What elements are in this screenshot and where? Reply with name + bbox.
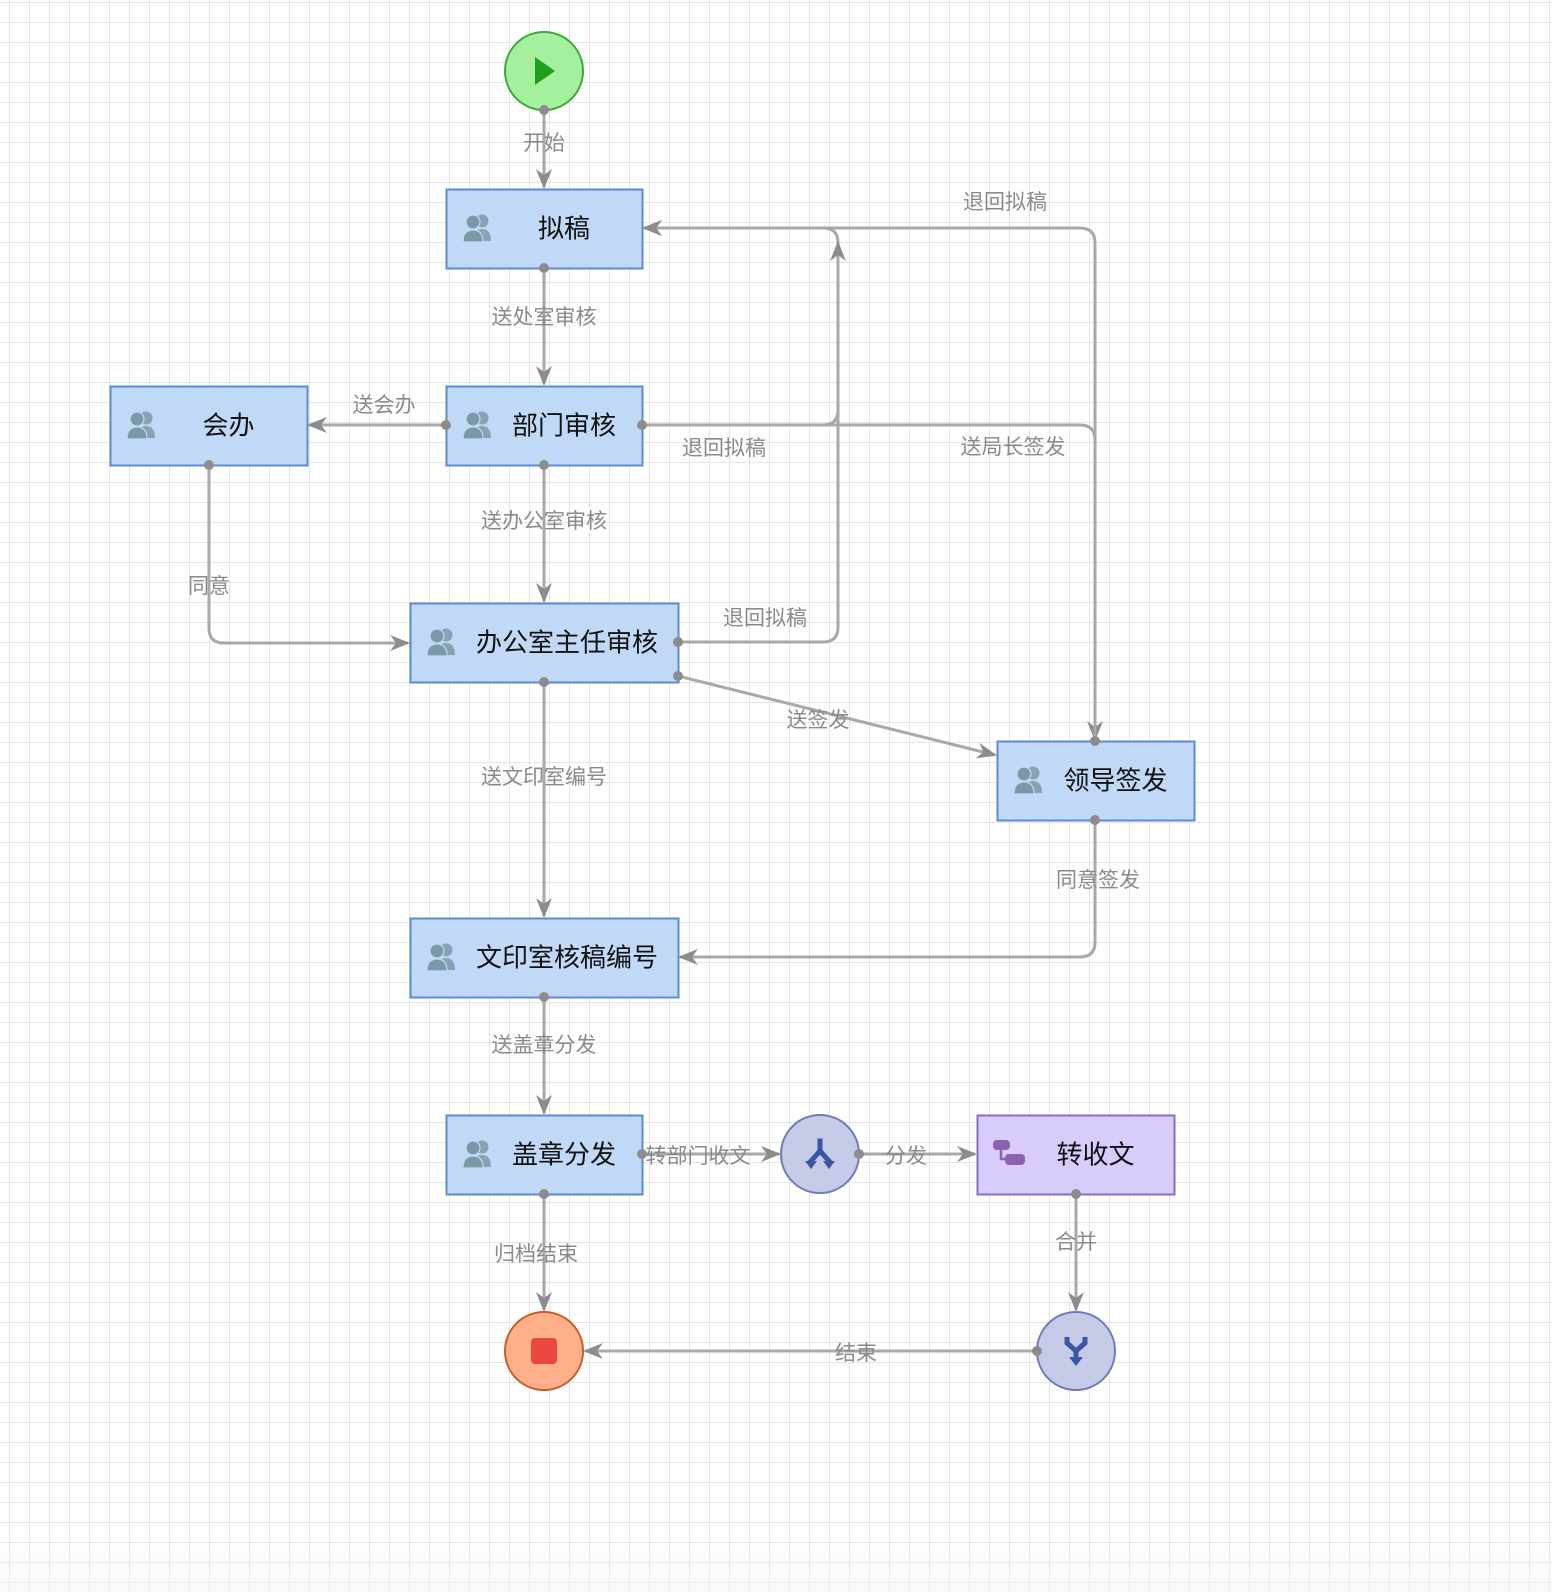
users-icon [462, 1140, 491, 1169]
edge-label: 同意 [188, 574, 230, 598]
edge-label: 退回拟稿 [682, 436, 766, 460]
node-label: 盖章分发 [512, 1141, 616, 1171]
edge-label: 送会办 [353, 393, 416, 417]
connection-port[interactable] [539, 1189, 549, 1199]
connection-port[interactable] [673, 637, 683, 647]
edge-line[interactable] [642, 423, 1103, 741]
play-icon [535, 57, 555, 85]
edge-label: 合并 [1055, 1230, 1097, 1254]
connection-port[interactable] [1090, 736, 1100, 746]
node-end[interactable] [504, 1311, 584, 1391]
connection-port[interactable] [673, 671, 683, 681]
edge-label: 归档结束 [494, 1242, 578, 1266]
users-icon [126, 411, 155, 440]
connection-port[interactable] [539, 105, 549, 115]
edge-label: 送签发 [787, 708, 850, 732]
node-label: 文印室核稿编号 [476, 944, 658, 974]
node-label: 拟稿 [538, 215, 590, 245]
connection-port[interactable] [1090, 815, 1100, 825]
edge-labels-layer: 开始送处室审核送会办退回拟稿送局长签发退回拟稿送办公室审核同意退回拟稿送签发送文… [188, 105, 1140, 1365]
node-cosign[interactable]: 会办 [109, 385, 309, 467]
edge-dept-to-draft[interactable] [642, 220, 840, 427]
connection-port[interactable] [539, 677, 549, 687]
edge-line[interactable] [678, 241, 846, 644]
node-print[interactable]: 文印室核稿编号 [409, 917, 680, 999]
edges-layer [207, 110, 1103, 1359]
node-label: 办公室主任审核 [476, 629, 658, 659]
node-label: 会办 [202, 412, 254, 442]
fork-icon [805, 1138, 835, 1169]
connection-port[interactable] [637, 420, 647, 430]
edge-label: 送办公室审核 [481, 509, 607, 533]
users-icon [426, 943, 455, 972]
edge-label: 退回拟稿 [963, 190, 1047, 214]
node-box[interactable] [996, 740, 1196, 822]
connection-port[interactable] [854, 1149, 864, 1159]
node-box[interactable] [409, 917, 680, 999]
node-draft[interactable]: 拟稿 [445, 188, 644, 270]
edge-cosign-to-office[interactable] [207, 465, 410, 651]
node-leader[interactable]: 领导签发 [996, 740, 1196, 822]
subprocess-icon [993, 1140, 1025, 1165]
connection-port[interactable] [204, 460, 214, 470]
node-start[interactable] [504, 31, 584, 111]
edge-label: 开始 [523, 131, 565, 155]
stop-icon [531, 1338, 557, 1364]
join-icon [1064, 1337, 1088, 1366]
node-receive[interactable]: 转收文 [976, 1114, 1176, 1196]
connection-port[interactable] [539, 992, 549, 1002]
edge-office-to-draft[interactable] [678, 241, 846, 644]
node-box[interactable] [109, 385, 309, 467]
node-fork[interactable] [780, 1114, 860, 1194]
connection-port[interactable] [637, 1149, 647, 1159]
edge-line[interactable] [677, 674, 997, 759]
edge-leader-to-draft[interactable] [642, 220, 1097, 741]
node-label: 转收文 [1056, 1141, 1134, 1171]
node-office[interactable]: 办公室主任审核 [409, 602, 680, 684]
edge-label: 结束 [835, 1341, 877, 1365]
edge-label: 分发 [885, 1144, 927, 1168]
edge-label: 同意签发 [1056, 868, 1140, 892]
edge-leader-to-print[interactable] [678, 820, 1097, 965]
users-icon [462, 214, 491, 243]
edge-line[interactable] [642, 220, 1097, 741]
connection-port[interactable] [1071, 1189, 1081, 1199]
node-join[interactable] [1036, 1311, 1116, 1391]
edge-dept-to-leader[interactable] [642, 423, 1103, 741]
users-icon [462, 411, 491, 440]
users-icon [1013, 766, 1042, 795]
edge-label: 送文印室编号 [481, 765, 607, 789]
edge-line[interactable] [207, 465, 410, 651]
edge-line[interactable] [678, 820, 1097, 965]
users-icon [426, 628, 455, 657]
node-box[interactable] [445, 1114, 644, 1196]
edge-office-to-leader[interactable] [677, 674, 997, 759]
connection-port[interactable] [539, 460, 549, 470]
node-label: 部门审核 [512, 412, 616, 442]
node-seal[interactable]: 盖章分发 [445, 1114, 644, 1196]
edge-label: 送局长签发 [961, 435, 1066, 459]
edge-label: 送盖章分发 [492, 1033, 597, 1057]
node-box[interactable] [409, 602, 680, 684]
edge-label: 退回拟稿 [723, 606, 807, 630]
edge-label: 送处室审核 [492, 305, 597, 329]
connection-port[interactable] [539, 263, 549, 273]
node-dept[interactable]: 部门审核 [445, 385, 644, 467]
connection-port[interactable] [1032, 1346, 1042, 1356]
edge-label: 转部门收文 [646, 1144, 751, 1168]
node-label: 领导签发 [1063, 767, 1167, 797]
edge-line[interactable] [642, 220, 840, 427]
connection-port[interactable] [441, 420, 451, 430]
